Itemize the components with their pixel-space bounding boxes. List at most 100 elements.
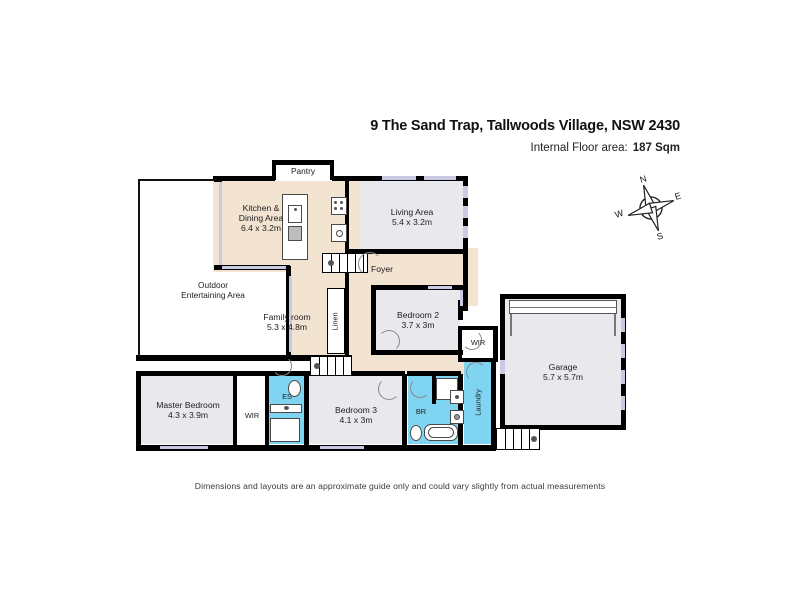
wall-pantry-top bbox=[272, 160, 334, 165]
door-bedroom3 bbox=[378, 378, 400, 400]
kitchen-sink-tap bbox=[294, 208, 297, 211]
wall-wir2-left bbox=[458, 326, 462, 362]
window-family-left bbox=[289, 276, 292, 352]
floor-area-label: Internal Floor area: bbox=[530, 142, 628, 154]
room-master-bedroom bbox=[138, 374, 236, 444]
wall-bedroom3-right bbox=[402, 374, 407, 446]
window-living-top bbox=[382, 176, 416, 180]
cooktop-burner-2 bbox=[340, 201, 343, 204]
master-dims: 4.3 x 3.9m bbox=[167, 410, 209, 421]
window-foyer-bottom bbox=[428, 286, 452, 289]
wall-laundry-right bbox=[491, 358, 496, 446]
window-living-top-2 bbox=[424, 176, 456, 180]
room-hall-bedroom-wing bbox=[348, 352, 478, 374]
laundry-tub-tap bbox=[455, 395, 459, 399]
wall-outdoor-top bbox=[138, 179, 220, 181]
kitchen-appliance bbox=[288, 226, 302, 241]
outdoor-name-2: Entertaining Area bbox=[181, 289, 245, 300]
wall-bedroom2-left bbox=[371, 285, 376, 355]
label-garage: Garage 5.7 x 5.7m bbox=[504, 362, 622, 382]
compass-svg: N E S W bbox=[614, 173, 683, 242]
wall-ensuite-top bbox=[269, 371, 309, 376]
laundry-text: Laundry bbox=[473, 389, 483, 416]
wir1-text: WIR bbox=[244, 411, 260, 420]
window-kitchen-left bbox=[219, 181, 222, 267]
room-pantry bbox=[274, 163, 332, 181]
window-garage-right-2 bbox=[621, 344, 625, 358]
window-garage-right-4 bbox=[621, 396, 625, 410]
room-bedroom2 bbox=[375, 288, 460, 352]
bathroom-text: BR bbox=[415, 407, 427, 416]
window-bedroom3-bottom bbox=[320, 446, 364, 449]
stairs-upper-arrow bbox=[328, 260, 334, 266]
room-wir-bedroom2 bbox=[460, 330, 496, 362]
wall-bedwing-bottom bbox=[136, 445, 466, 451]
compass-rose: N E S W bbox=[612, 168, 690, 244]
wall-family-left bbox=[286, 266, 291, 358]
garage-door-jamb-left bbox=[510, 314, 512, 336]
family-name: Family room bbox=[263, 312, 311, 322]
wall-pantry-left bbox=[272, 160, 276, 180]
wall-garage-right bbox=[621, 294, 626, 430]
label-family: Family room 5.3 x 4.8m bbox=[226, 312, 348, 332]
wall-garage-bottom bbox=[500, 425, 626, 430]
wall-outdoor-left bbox=[138, 179, 140, 358]
door-laundry bbox=[466, 362, 486, 382]
wall-bedroom3-top bbox=[309, 371, 405, 376]
door-foyer-entry bbox=[358, 252, 382, 276]
label-linen: Linen bbox=[331, 301, 341, 341]
living-dims: 5.4 x 3.2m bbox=[391, 217, 433, 228]
label-kitchen: Kitchen & Dining Area 6.4 x 3.2m bbox=[206, 203, 316, 233]
cooktop-burner-1 bbox=[334, 201, 337, 204]
stairs-lower bbox=[310, 356, 352, 376]
ensuite-text: ES bbox=[282, 392, 292, 401]
ensuite-shower bbox=[270, 418, 300, 442]
wall-wir-master-top bbox=[233, 371, 269, 376]
foyer-name: Foyer bbox=[371, 264, 393, 274]
wall-bathroom-top bbox=[407, 371, 461, 376]
label-wir-master: WIR bbox=[236, 411, 268, 421]
wall-bathroom-inner bbox=[432, 376, 436, 404]
stairs-lower-arrow bbox=[314, 363, 320, 369]
living-name: Living Area bbox=[390, 207, 434, 217]
room-bedroom3 bbox=[308, 376, 405, 444]
kitchen-cooktop bbox=[331, 197, 347, 215]
compass-label-north: N bbox=[639, 173, 648, 185]
laundry-washer-drum bbox=[454, 414, 460, 420]
bedroom3-dims: 4.1 x 3m bbox=[339, 415, 373, 426]
bathtub-inner bbox=[428, 427, 454, 438]
window-bedroom2-right bbox=[460, 290, 463, 306]
kitchen-name-1: Kitchen & bbox=[242, 203, 280, 213]
wall-wir2-bottom bbox=[458, 358, 498, 362]
bathroom-toilet bbox=[410, 425, 422, 441]
compass-label-south: S bbox=[656, 231, 665, 242]
kitchen-round-fixture bbox=[336, 230, 343, 237]
label-bedroom2: Bedroom 2 3.7 x 3m bbox=[376, 310, 460, 330]
wall-foyer-top bbox=[349, 249, 369, 254]
wall-ensuite-right bbox=[304, 371, 309, 447]
kitchen-sink bbox=[288, 205, 302, 223]
label-foyer: Foyer bbox=[356, 264, 408, 274]
garage-stairs bbox=[496, 428, 540, 450]
linen-closet bbox=[327, 288, 345, 354]
wall-bedroom2-bottom bbox=[371, 350, 463, 355]
label-pantry: Pantry bbox=[274, 166, 332, 177]
room-garage bbox=[504, 297, 622, 427]
room-wir-master bbox=[236, 376, 268, 444]
garage-dims: 5.7 x 5.7m bbox=[542, 372, 584, 383]
kitchen-name-2: Dining Area bbox=[238, 213, 284, 224]
wall-bedroom2-right bbox=[458, 300, 463, 320]
door-bathroom bbox=[410, 378, 430, 398]
wall-wir2-right bbox=[493, 326, 498, 362]
room-foyer-hall bbox=[348, 180, 360, 306]
bedroom2-dims: 3.7 x 3m bbox=[401, 320, 435, 331]
bedroom2-name: Bedroom 2 bbox=[396, 310, 440, 320]
wall-bedwing-top-left bbox=[136, 372, 141, 450]
label-living: Living Area 5.4 x 3.2m bbox=[358, 207, 466, 227]
wall-pantry-right bbox=[330, 160, 334, 180]
wall-foyer-right bbox=[463, 249, 468, 311]
cooktop-burner-3 bbox=[334, 207, 337, 210]
door-bedroom2 bbox=[378, 330, 400, 352]
